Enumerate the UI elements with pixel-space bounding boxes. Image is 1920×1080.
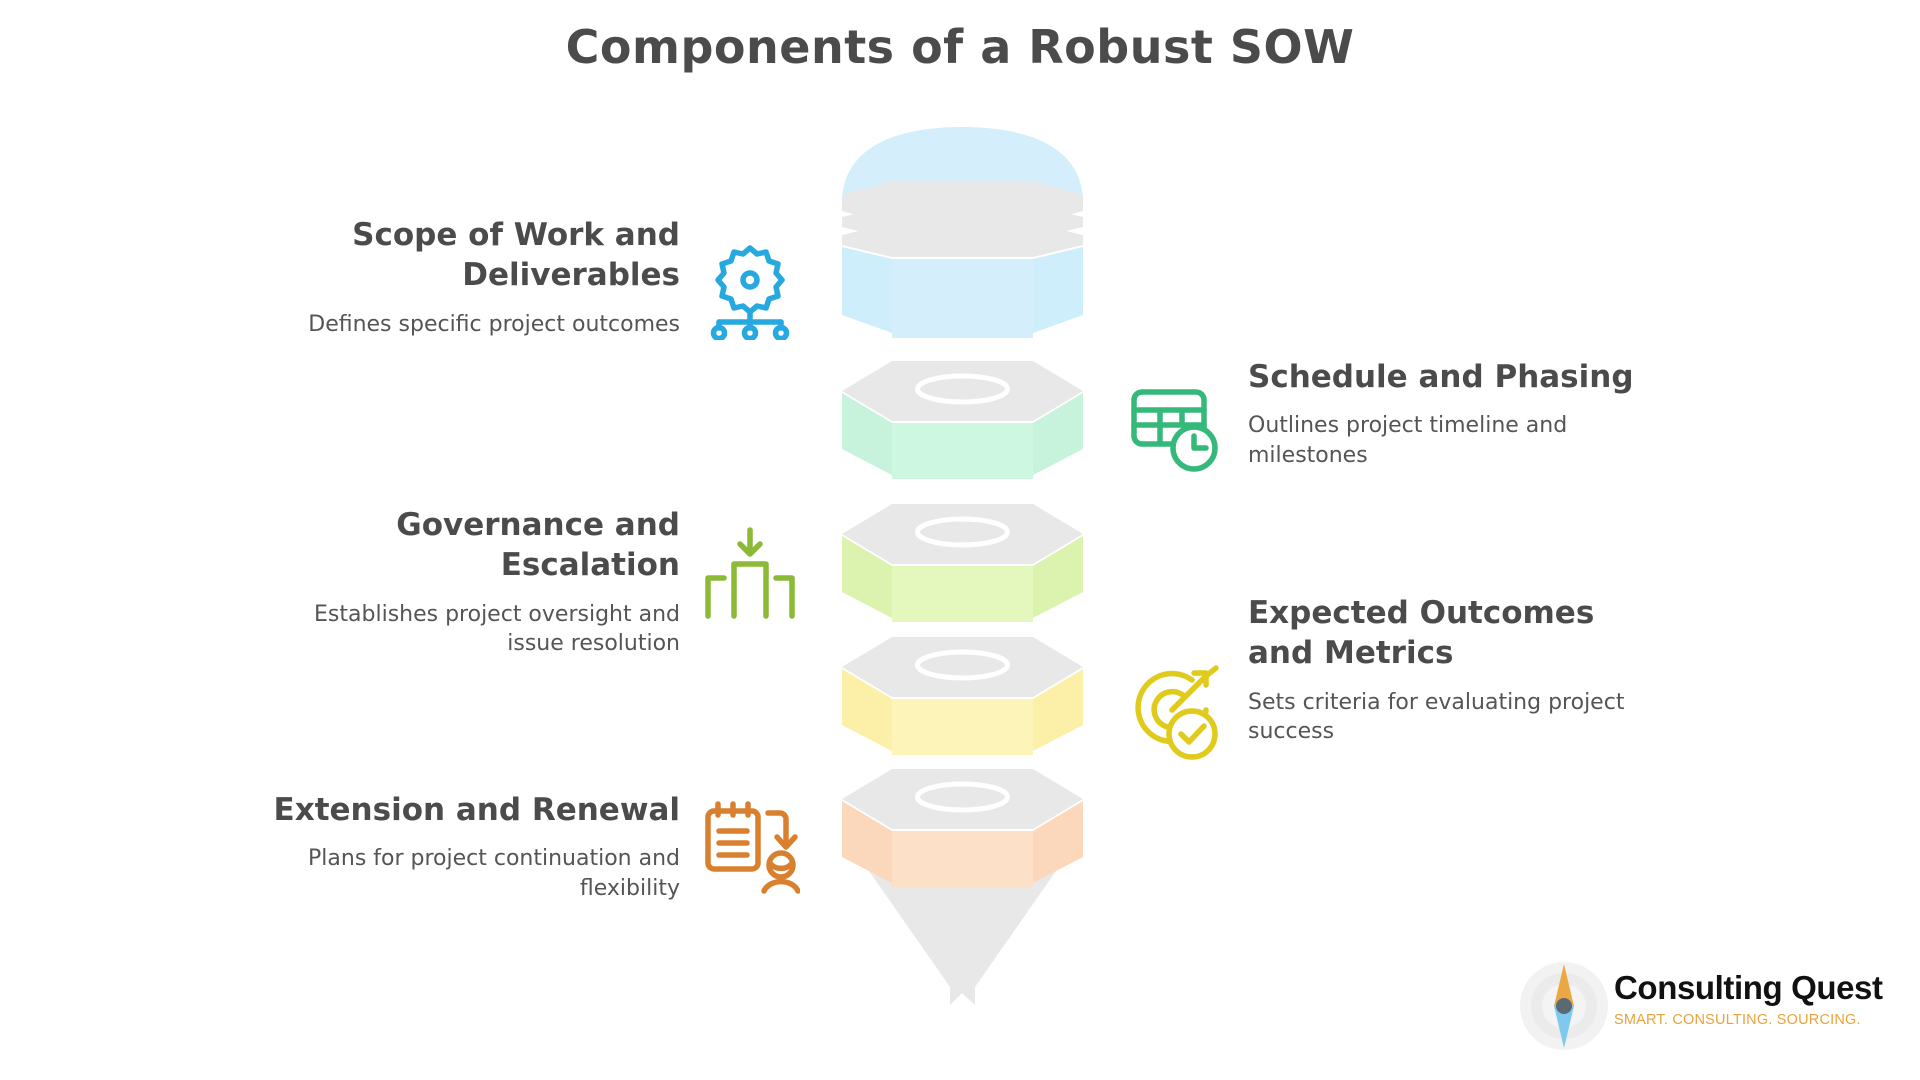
funnel-segment-extension — [840, 765, 1085, 1025]
component-description-governance: Establishes project oversight and issue … — [314, 601, 680, 656]
component-block-governance: Governance and Escalation Establishes pr… — [255, 505, 680, 658]
component-description-scope: Defines specific project outcomes — [308, 311, 680, 337]
component-heading-governance: Governance and Escalation — [396, 507, 680, 584]
funnel-stack — [840, 125, 1085, 1025]
funnel-segment-outcomes — [840, 633, 1085, 758]
gear-hierarchy-icon — [700, 240, 800, 340]
component-block-schedule: Schedule and Phasing Outlines project ti… — [1248, 357, 1668, 470]
component-heading-outcomes: Expected Outcomes and Metrics — [1248, 595, 1595, 672]
component-description-extension: Plans for project continuation and flexi… — [308, 846, 680, 901]
component-block-scope: Scope of Work and Deliverables Defines s… — [255, 215, 680, 339]
logo-name: Consulting Quest — [1614, 969, 1883, 1006]
component-heading-extension: Extension and Renewal — [273, 792, 680, 828]
funnel-segment-scope — [840, 125, 1085, 340]
component-heading-scope: Scope of Work and Deliverables — [352, 217, 680, 294]
page-title: Components of a Robust SOW — [565, 20, 1355, 74]
notepad-person-arrow-icon — [700, 795, 800, 895]
brand-logo: Consulting Quest SMART. CONSULTING. SOUR… — [1518, 960, 1898, 1060]
podium-down-arrow-icon — [700, 520, 800, 620]
table-clock-icon — [1122, 378, 1222, 478]
target-check-icon — [1122, 662, 1222, 762]
funnel-segment-governance — [840, 500, 1085, 625]
compass-needle-logo-icon — [1518, 960, 1610, 1052]
component-block-outcomes: Expected Outcomes and Metrics Sets crite… — [1248, 593, 1668, 746]
component-description-schedule: Outlines project timeline and milestones — [1248, 413, 1568, 468]
funnel-segment-schedule — [840, 357, 1085, 482]
component-block-extension: Extension and Renewal Plans for project … — [255, 790, 680, 903]
component-heading-schedule: Schedule and Phasing — [1248, 359, 1634, 395]
logo-tagline: SMART. CONSULTING. SOURCING. — [1614, 1012, 1861, 1029]
component-description-outcomes: Sets criteria for evaluating project suc… — [1248, 689, 1625, 744]
